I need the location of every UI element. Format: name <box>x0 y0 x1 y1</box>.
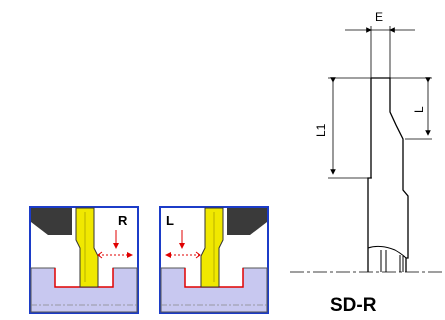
dim-e-label: E <box>375 10 383 24</box>
panel-r-label: R <box>118 213 128 228</box>
tool-drawing <box>290 26 445 273</box>
panel-r-insert <box>75 207 99 288</box>
panel-r-holder <box>31 208 72 235</box>
panel-right-hand: R <box>29 206 139 314</box>
drawing-title: SD-R <box>330 295 377 316</box>
panel-left-hand: L <box>159 206 269 314</box>
panel-l-holder <box>227 208 267 235</box>
dim-l1-label: L1 <box>314 123 328 137</box>
panel-l-label: L <box>166 213 174 228</box>
panel-l-insert <box>200 207 224 288</box>
dim-l-label: L <box>412 106 426 113</box>
tool-outline <box>367 77 409 272</box>
